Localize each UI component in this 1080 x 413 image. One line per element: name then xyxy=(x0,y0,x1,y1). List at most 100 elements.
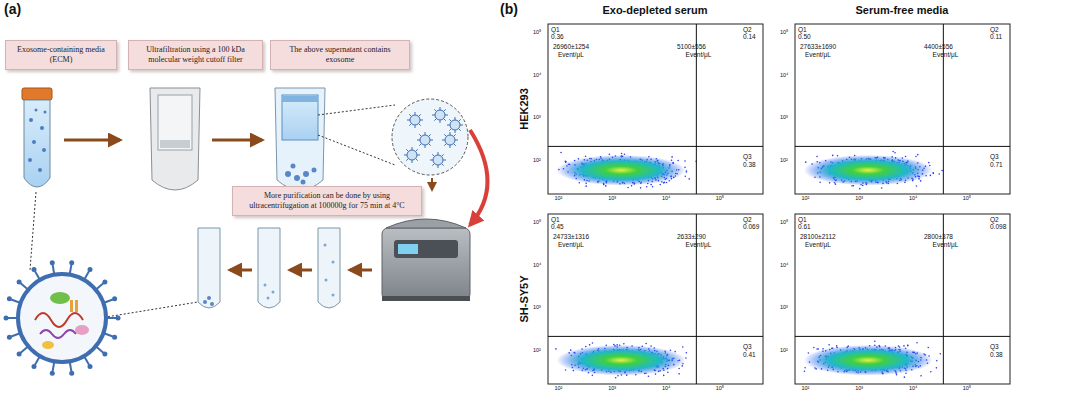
axis-tick: 10² xyxy=(801,385,809,391)
process-arrow xyxy=(290,269,312,272)
axis-tick: 10⁴ xyxy=(662,195,670,201)
filtered-tube xyxy=(275,88,325,190)
axis-tick: 10⁴ xyxy=(533,72,541,78)
axis-tick: 10⁵ xyxy=(963,385,971,391)
axis-tick: 10⁴ xyxy=(909,385,917,391)
flow-plot xyxy=(795,214,1010,384)
event-count: 2800±378 xyxy=(924,233,953,240)
process-arrow xyxy=(64,139,120,142)
step-box: More purification can be done by using u… xyxy=(232,186,422,216)
curved-arrow xyxy=(470,130,488,225)
axis-tick: 10² xyxy=(801,195,809,201)
axis-tick: 10³ xyxy=(533,114,541,120)
step-text: More purification can be done by using u… xyxy=(238,191,416,210)
axis-tick: 10² xyxy=(780,157,788,163)
event-count: 26960±1254 xyxy=(553,43,589,50)
event-unit: Event/μL xyxy=(805,51,831,58)
axis-tick: 10² xyxy=(554,385,562,391)
exosome-illustration xyxy=(4,192,199,376)
axis-tick: 10³ xyxy=(780,304,788,310)
axis-tick: 10² xyxy=(780,347,788,353)
quadrant-name: Q2 xyxy=(743,216,752,223)
quadrant-name: Q2 xyxy=(990,26,999,33)
quadrant-name: Q2 xyxy=(990,216,999,223)
quadrant-name: Q1 xyxy=(798,26,807,33)
event-unit: Event/μL xyxy=(933,241,959,248)
flow-plot xyxy=(548,24,763,194)
axis-tick: 10⁴ xyxy=(909,195,917,201)
axis-tick: 10² xyxy=(533,347,541,353)
axis-tick: 10⁴ xyxy=(780,72,788,78)
axis-tick: 10⁵ xyxy=(716,195,724,201)
quadrant-name: Q1 xyxy=(798,216,807,223)
axis-tick: 10⁵ xyxy=(716,385,724,391)
step-box: Exosome-containing media (ECM) xyxy=(5,40,117,70)
flow-plot xyxy=(548,214,763,384)
quadrant-value: 0.38 xyxy=(743,161,756,168)
quadrant-name: Q2 xyxy=(743,26,752,33)
event-unit: Event/μL xyxy=(558,51,584,58)
column-header: Serum-free media xyxy=(856,4,949,16)
quadrant-value: 0.38 xyxy=(990,351,1003,358)
zoom-circle xyxy=(318,99,468,175)
flow-plot xyxy=(795,24,1010,194)
ultracentrifuge xyxy=(382,219,470,301)
event-unit: Event/μL xyxy=(686,51,712,58)
step-box: The above supernatant contains exosome xyxy=(270,40,410,70)
step-box: Ultrafiltration using a 100 kDa molecula… xyxy=(128,40,263,70)
step-text: Exosome-containing media (ECM) xyxy=(11,45,111,64)
step-text: The above supernatant contains exosome xyxy=(276,45,404,64)
ecm-tube xyxy=(22,88,52,187)
quadrant-name: Q3 xyxy=(743,343,752,350)
axis-tick: 10³ xyxy=(533,304,541,310)
event-count: 24733±1316 xyxy=(553,233,589,240)
axis-tick: 10² xyxy=(533,157,541,163)
axis-tick: 10⁵ xyxy=(963,195,971,201)
quadrant-value: 0.11 xyxy=(990,33,1002,40)
row-header: SH-SY5Y xyxy=(518,275,530,322)
quadrant-value: 0.61 xyxy=(798,223,811,230)
axis-tick: 10⁴ xyxy=(533,262,541,268)
process-arrow xyxy=(212,139,262,142)
axis-tick: 10³ xyxy=(855,195,863,201)
panel-letter: (a) xyxy=(4,2,21,17)
process-arrow xyxy=(350,269,372,272)
axis-tick: 10³ xyxy=(780,114,788,120)
panel-letter: (b) xyxy=(500,2,518,17)
axis-tick: 10² xyxy=(554,195,562,201)
axis-tick: 10⁵ xyxy=(780,29,788,35)
axis-tick: 10⁴ xyxy=(662,385,670,391)
axis-tick: 10⁵ xyxy=(533,219,541,225)
centrifuge-tubes xyxy=(198,228,340,308)
row-header: HEK293 xyxy=(518,88,530,130)
quadrant-value: 0.36 xyxy=(551,33,564,40)
event-unit: Event/μL xyxy=(933,51,959,58)
process-arrow xyxy=(230,269,252,272)
quadrant-value: 0.098 xyxy=(990,223,1006,230)
axis-tick: 10³ xyxy=(608,195,616,201)
quadrant-value: 0.50 xyxy=(798,33,811,40)
axis-tick: 10⁵ xyxy=(780,219,788,225)
event-unit: Event/μL xyxy=(558,241,584,248)
event-count: 27633±1690 xyxy=(800,43,836,50)
step-text: Ultrafiltration using a 100 kDa molecula… xyxy=(134,45,257,64)
event-count: 4400±556 xyxy=(924,43,953,50)
quadrant-value: 0.41 xyxy=(743,351,756,358)
quadrant-name: Q3 xyxy=(743,153,752,160)
axis-tick: 10⁴ xyxy=(780,262,788,268)
quadrant-name: Q3 xyxy=(990,343,999,350)
axis-tick: 10³ xyxy=(855,385,863,391)
event-unit: Event/μL xyxy=(686,241,712,248)
quadrant-value: 0.45 xyxy=(551,223,564,230)
quadrant-value: 0.069 xyxy=(743,223,759,230)
quadrant-value: 0.14 xyxy=(743,33,756,40)
quadrant-value: 0.71 xyxy=(990,161,1003,168)
event-count: 2633±290 xyxy=(677,233,706,240)
filter-tube xyxy=(150,88,200,190)
axis-tick: 10⁵ xyxy=(533,29,541,35)
process-arrow xyxy=(431,178,433,190)
axis-tick: 10³ xyxy=(608,385,616,391)
event-unit: Event/μL xyxy=(805,241,831,248)
quadrant-name: Q3 xyxy=(990,153,999,160)
